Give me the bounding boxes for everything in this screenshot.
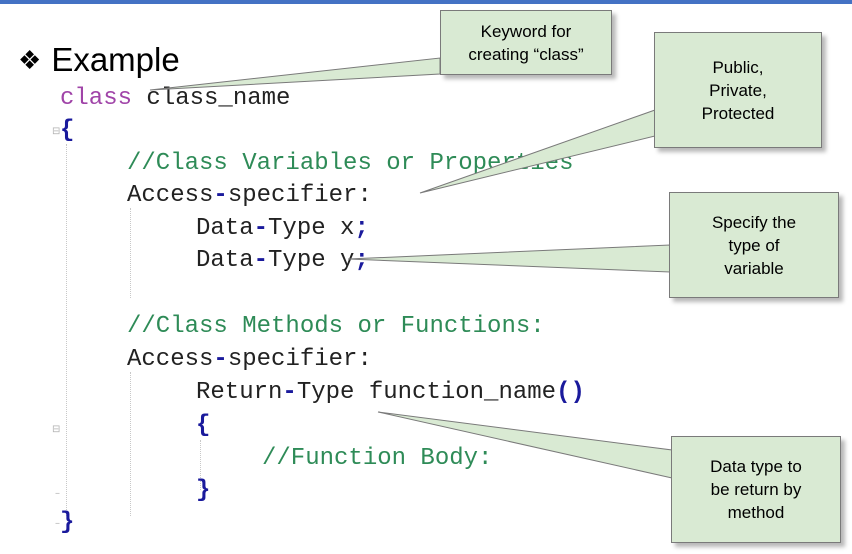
- access-callout-pointer: [419, 109, 656, 194]
- title-underline: [0, 0, 852, 4]
- code-line: }: [196, 476, 210, 506]
- indent-guide: [200, 440, 201, 490]
- indent-guide: [66, 144, 67, 516]
- close-brace: }: [196, 477, 211, 504]
- variable-declaration: Type x: [268, 215, 355, 242]
- code-token: Return: [196, 379, 283, 406]
- code-parentheses: (): [556, 379, 585, 406]
- code-comment: //Class Methods or Functions:: [127, 313, 545, 340]
- variable-type-callout: Specify the type of variable: [669, 192, 839, 298]
- indent-guide: [130, 208, 131, 298]
- code-line: {: [196, 411, 210, 441]
- code-line: Access-specifier:: [127, 181, 372, 211]
- access-specifier-callout: Public, Private, Protected: [654, 32, 822, 148]
- code-operator: -: [213, 346, 228, 373]
- code-operator: -: [213, 182, 228, 209]
- code-operator: -: [282, 379, 297, 406]
- code-line: Access-specifier:: [127, 345, 372, 375]
- diamond-bullet-icon: ❖: [18, 45, 42, 75]
- heading-text: Example: [51, 41, 180, 78]
- code-line: }: [60, 508, 74, 538]
- access-specifier: specifier:: [227, 182, 372, 209]
- fold-marker-icon: ⊟: [52, 424, 61, 435]
- fold-end-icon: –: [55, 488, 60, 499]
- code-semicolon: ;: [354, 215, 369, 242]
- type-callout-pointer: [347, 244, 671, 273]
- code-line: Data-Type y;: [196, 246, 369, 276]
- code-line: class class_name: [60, 84, 290, 114]
- code-line: Data-Type x;: [196, 214, 369, 244]
- variable-declaration: Type y: [268, 247, 355, 274]
- keyword-callout: Keyword for creating “class”: [440, 10, 612, 75]
- keyword-callout-pointer: [149, 57, 441, 91]
- code-token: Access: [127, 346, 214, 373]
- indent-guide: [130, 372, 131, 516]
- slide-heading: ❖ Example: [18, 40, 180, 80]
- code-line: //Class Methods or Functions:: [127, 312, 545, 342]
- fold-end-icon: –: [55, 518, 60, 529]
- class-name: class_name: [132, 85, 291, 112]
- close-brace: }: [60, 509, 75, 536]
- code-semicolon: ;: [354, 247, 369, 274]
- open-brace: {: [60, 117, 75, 144]
- return-callout-pointer: [377, 411, 673, 479]
- access-specifier: specifier:: [227, 346, 372, 373]
- code-comment: //Function Body:: [262, 445, 493, 472]
- code-operator: -: [253, 215, 269, 242]
- return-type-callout: Data type to be return by method: [671, 436, 841, 543]
- fold-marker-icon: ⊟: [52, 126, 61, 137]
- open-brace: {: [196, 412, 211, 439]
- code-line: Return-Type function_name(): [196, 378, 585, 408]
- class-keyword: class: [60, 85, 133, 112]
- code-token: Data: [196, 247, 254, 274]
- code-line: //Function Body:: [262, 444, 492, 474]
- code-token: Access: [127, 182, 214, 209]
- function-declaration: Type function_name: [296, 379, 557, 406]
- code-operator: -: [253, 247, 269, 274]
- code-line: {: [60, 116, 74, 146]
- code-token: Data: [196, 215, 254, 242]
